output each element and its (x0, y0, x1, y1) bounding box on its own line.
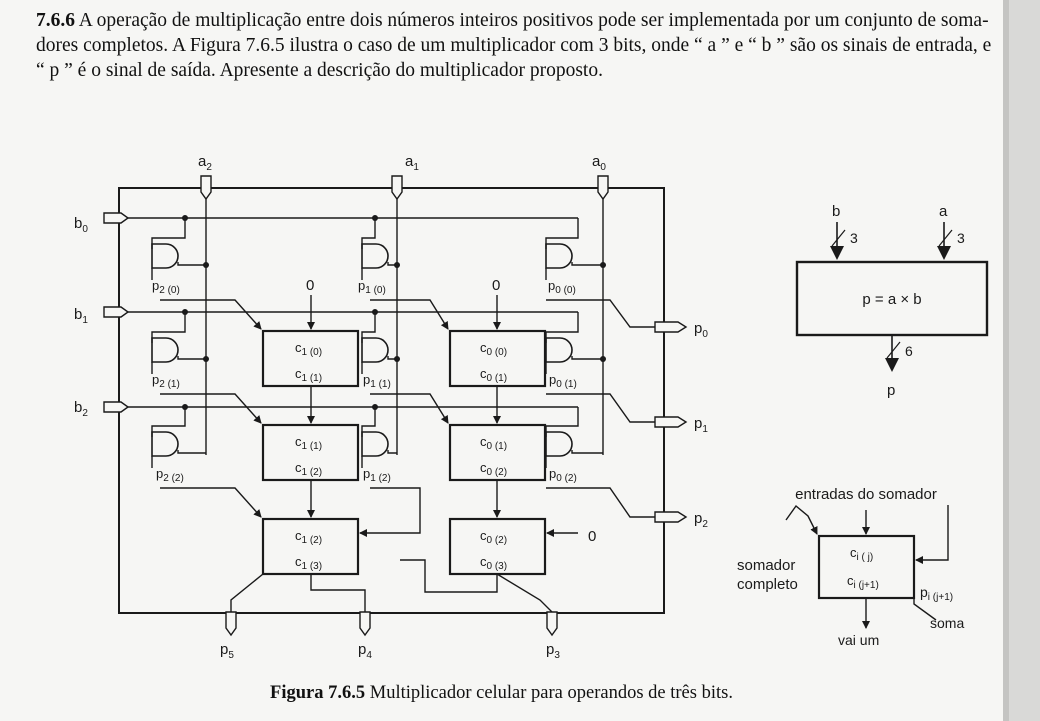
caption-text: Multiplicador celular para operandos de … (365, 683, 733, 703)
adder-r0c1-top: c1 (0) (295, 340, 322, 358)
label-p2: p2 (694, 510, 708, 530)
label-p02: p0 (2) (549, 466, 577, 484)
adder-r0c0-top: c0 (0) (480, 340, 507, 358)
adder-r2c1-bot: c1 (3) (295, 554, 322, 572)
label-p4: p4 (358, 641, 372, 661)
adder-r2c1-top: c1 (2) (295, 528, 322, 546)
legend-somador: somador (737, 557, 795, 574)
p1-pin (654, 416, 688, 428)
label-p22: p2 (2) (156, 466, 184, 484)
legend-p-out: pi (j+1) (920, 584, 953, 603)
adder-legend: entradas do somador somador completo ci … (737, 486, 964, 648)
legend-c-top: ci ( j) (850, 545, 873, 563)
circuit-labels: a2 a1 a0 b0 b1 b2 0 0 0 p2 (0) p1 (0) p0… (74, 153, 708, 661)
zero-3: 0 (588, 528, 596, 545)
adder-r1c0-bot: c0 (2) (480, 460, 507, 478)
junction-dots (182, 215, 606, 410)
paragraph-line-1: 7.6.6 A operação de multiplicação entre … (36, 8, 1002, 33)
zero-1: 0 (306, 277, 314, 294)
legend-title: entradas do somador (795, 486, 937, 503)
adder-r2c0-top: c0 (2) (480, 528, 507, 546)
a1-pin (391, 175, 403, 201)
adder-r0c1-bot: c1 (1) (295, 366, 322, 384)
caption-label: Figura 7.6.5 (270, 683, 366, 703)
b1-pin (103, 306, 130, 318)
page-edge (1003, 0, 1040, 721)
block-label-a: a (939, 203, 948, 220)
label-a0: a0 (592, 153, 606, 173)
label-p11: p1 (1) (363, 372, 391, 390)
zero-2: 0 (492, 277, 500, 294)
adder-r1c1-top: c1 (1) (295, 434, 322, 452)
legend-completo: completo (737, 576, 798, 593)
label-b1: b1 (74, 306, 88, 326)
p2-pin (654, 511, 688, 523)
label-p21: p2 (1) (152, 372, 180, 390)
p5-pin (225, 611, 237, 637)
label-p0: p0 (694, 320, 708, 340)
block-function: p = a × b (862, 291, 921, 308)
label-a1: a1 (405, 153, 419, 173)
block-width-b: 3 (850, 230, 858, 246)
label-p10: p1 (0) (358, 278, 386, 296)
paragraph-line-3: “ p ” é o sinal de saída. Apresente a de… (36, 60, 603, 81)
adder-r2c0 (448, 517, 547, 576)
block-diagram: b a 3 3 p = a × b 6 p (795, 203, 989, 399)
label-p00: p0 (0) (548, 278, 576, 296)
adder-r0c1 (261, 329, 360, 388)
label-a2: a2 (198, 153, 212, 173)
p3-pin (546, 611, 558, 637)
gate-inputs (151, 218, 603, 454)
b0-pin (103, 212, 130, 224)
adder-r2c0-bot: c0 (3) (480, 554, 507, 572)
adder-r0c0-bot: c0 (1) (480, 366, 507, 384)
multiplier-circuit (103, 175, 688, 637)
adder-r1c1-bot: c1 (2) (295, 460, 322, 478)
block-label-p: p (887, 382, 895, 399)
page-edge-shadow (1003, 0, 1009, 721)
label-b2: b2 (74, 399, 88, 419)
adder-r1c0-top: c0 (1) (480, 434, 507, 452)
adder-r1c1 (261, 423, 360, 482)
p4-pin (359, 611, 371, 637)
a0-pin (597, 175, 609, 201)
a2-pin (200, 175, 212, 201)
label-p5: p5 (220, 641, 234, 661)
circuit-frame (118, 187, 665, 614)
b2-pin (103, 401, 130, 413)
label-p12: p1 (2) (363, 466, 391, 484)
adder-r0c0 (448, 329, 547, 388)
adder-r1c0 (448, 423, 547, 482)
paragraph-text-1: A operação de multiplicação entre dois n… (75, 10, 989, 31)
label-b0: b0 (74, 215, 88, 235)
legend-vai-um: vai um (838, 632, 879, 648)
exercise-paragraph: 7.6.6 A operação de multiplicação entre … (36, 8, 1002, 83)
legend-soma: soma (930, 615, 964, 631)
exercise-number: 7.6.6 (36, 10, 75, 31)
label-p01: p0 (1) (549, 372, 577, 390)
p0-pin (654, 321, 688, 333)
block-label-b: b (832, 203, 840, 220)
block-width-p: 6 (905, 343, 913, 359)
label-p20: p2 (0) (152, 278, 180, 296)
label-p3: p3 (546, 641, 560, 661)
block-width-a: 3 (957, 230, 965, 246)
multiplier-figure: a2 a1 a0 b0 b1 b2 0 0 0 p2 (0) p1 (0) p0… (74, 153, 989, 661)
adder-r2c1 (261, 517, 360, 576)
figure-caption: Figura 7.6.5 Multiplicador celular para … (0, 683, 1003, 704)
paragraph-line-2: dores completos. A Figura 7.6.5 ilustra … (36, 35, 992, 56)
legend-c-bot: ci (j+1) (847, 573, 879, 591)
label-p1: p1 (694, 415, 708, 435)
